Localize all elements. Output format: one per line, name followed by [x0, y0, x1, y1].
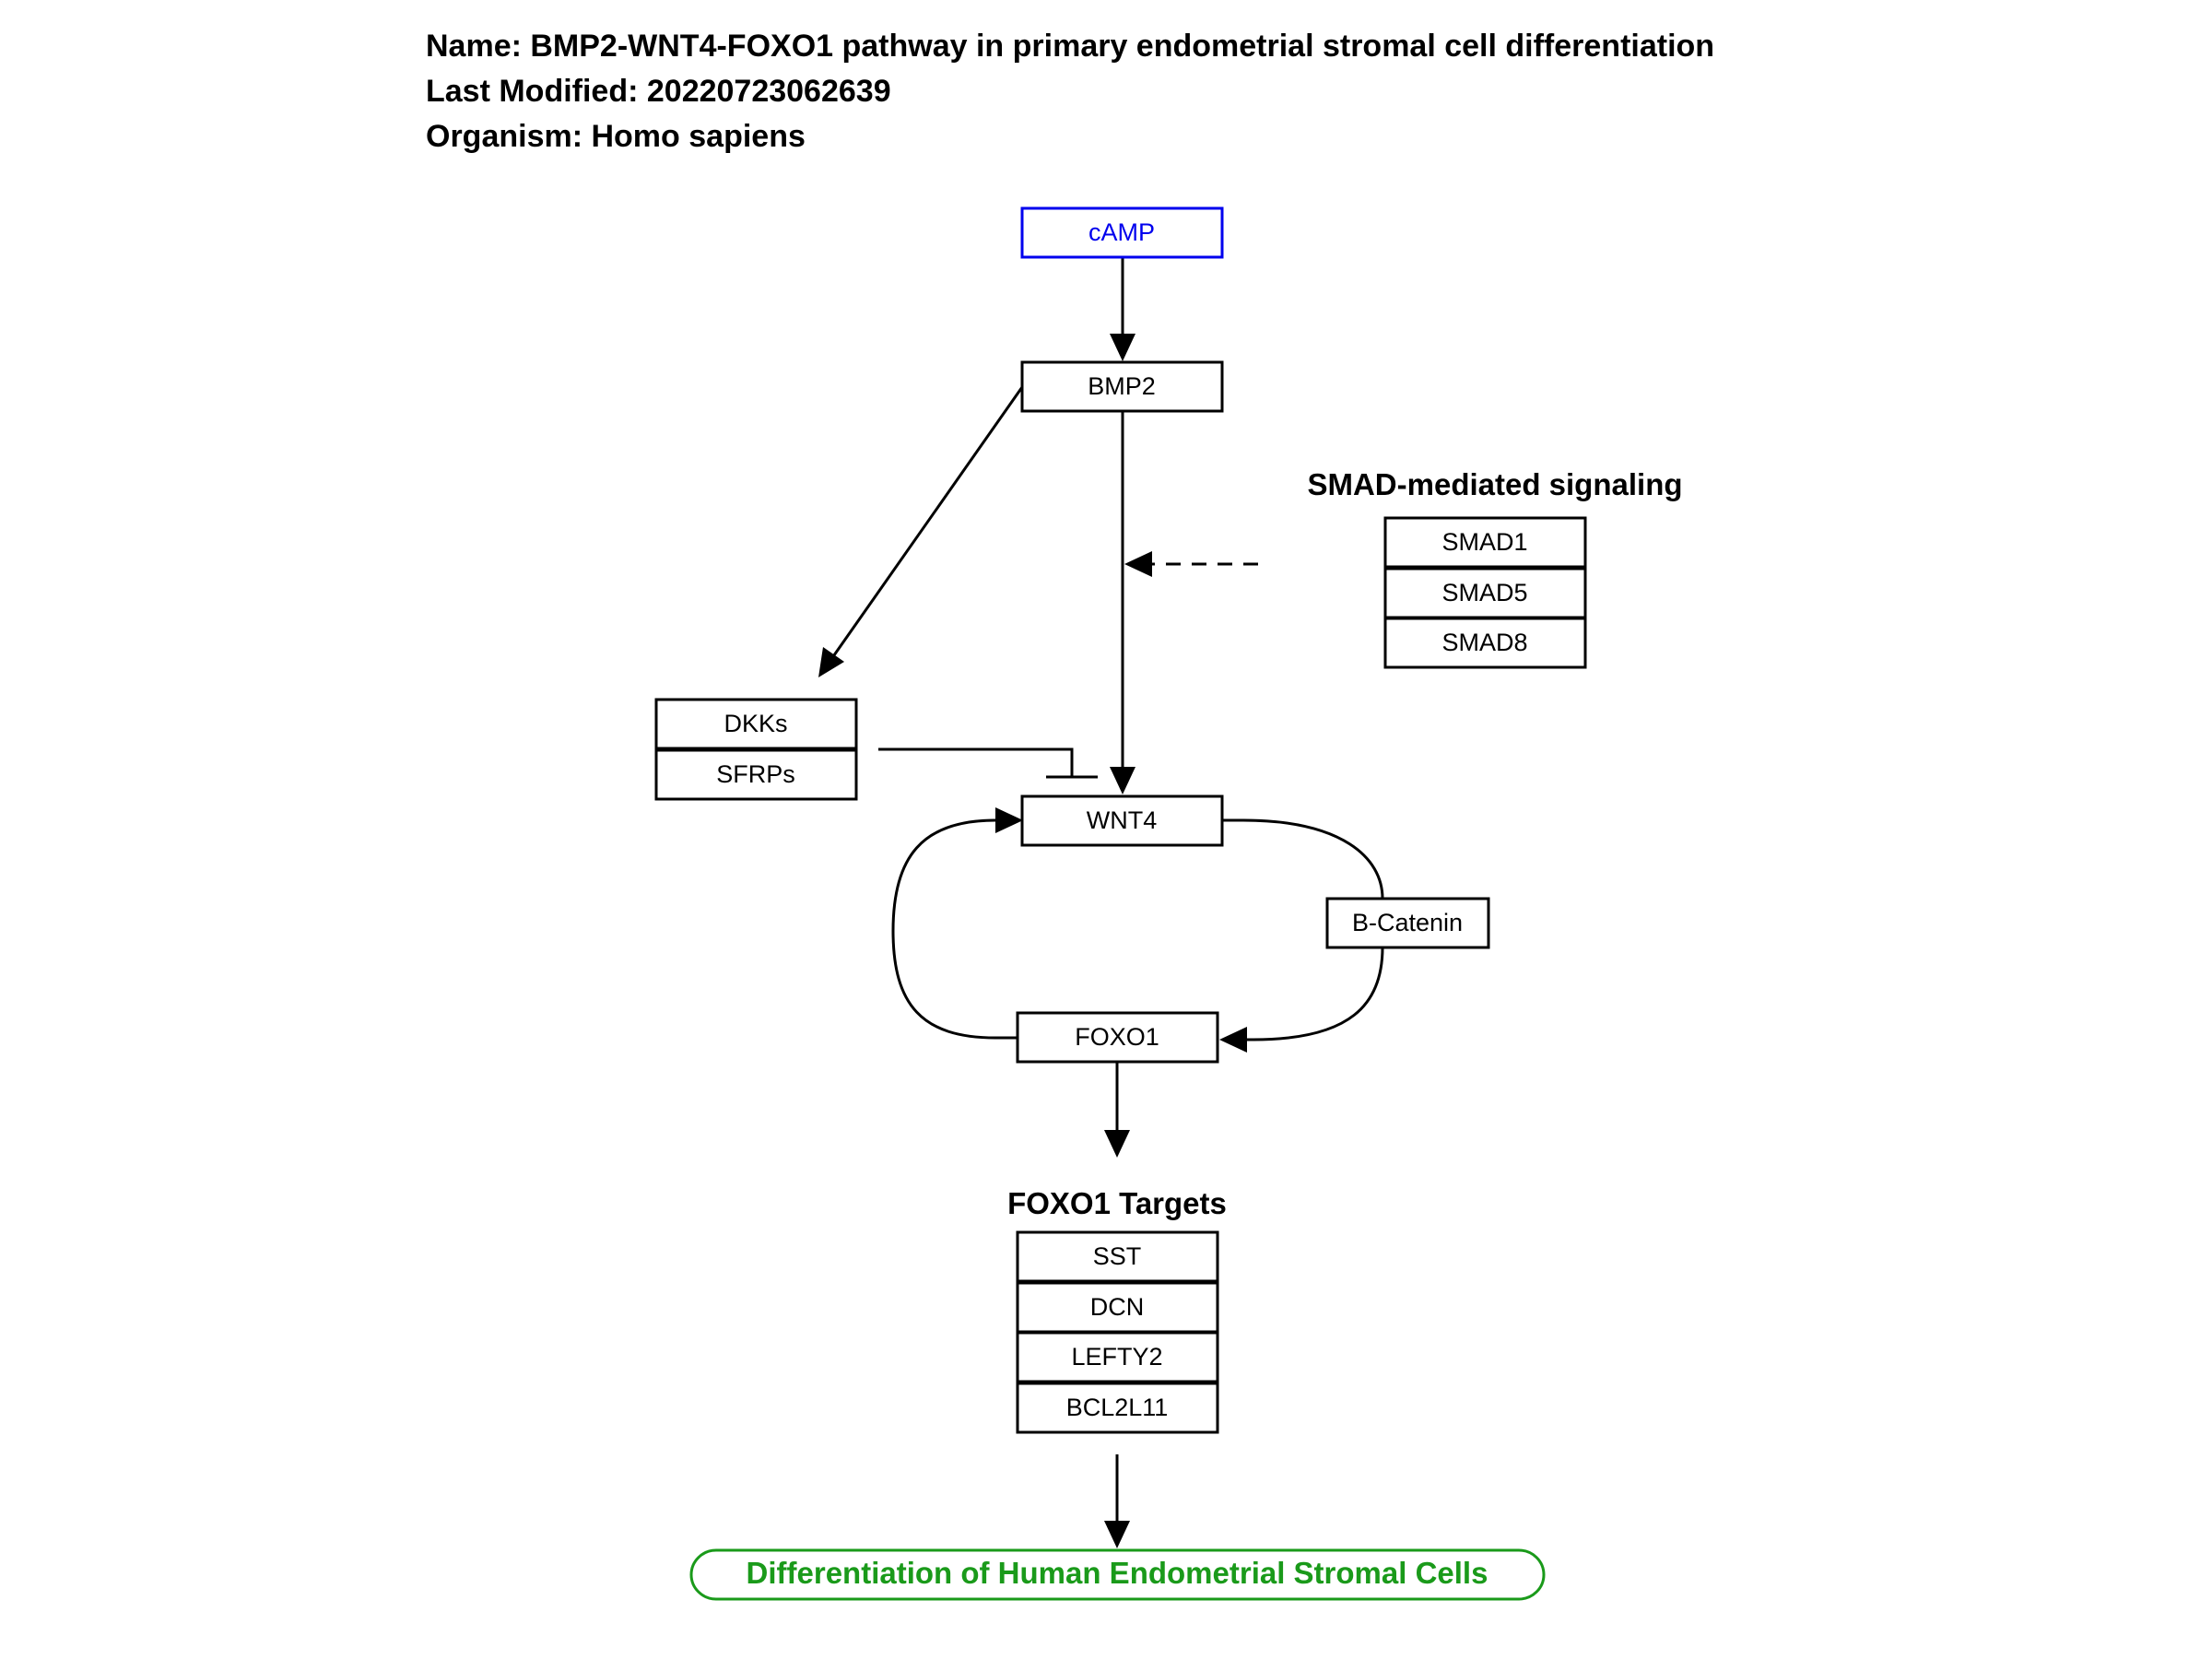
node-smad5[interactable]: SMAD5: [1383, 567, 1587, 619]
group-smad-label: SMAD-mediated signaling: [1307, 467, 1682, 501]
node-dkks-label: DKKs: [724, 710, 787, 737]
node-bmp2[interactable]: BMP2: [1020, 360, 1224, 413]
node-bcl2l11-label: BCL2L11: [1066, 1394, 1169, 1421]
node-dkks[interactable]: DKKs: [654, 698, 858, 750]
arrowhead-targets-outcome: [1104, 1521, 1130, 1548]
node-lefty2-label: LEFTY2: [1071, 1343, 1162, 1371]
edge-dkks-inhibit-wnt4: [878, 747, 1074, 777]
node-smad8[interactable]: SMAD8: [1383, 617, 1587, 669]
node-sst-label: SST: [1093, 1242, 1142, 1270]
node-smad5-label: SMAD5: [1441, 579, 1527, 606]
arrowhead-bcatenin-foxo1: [1219, 1027, 1247, 1053]
arrowhead-foxo1-targets: [1104, 1130, 1130, 1158]
outcome-label: Differentiation of Human Endometrial Str…: [747, 1556, 1488, 1590]
node-sfrps-label: SFRPs: [716, 760, 795, 788]
node-wnt4-label: WNT4: [1087, 806, 1158, 834]
node-foxo1[interactable]: FOXO1: [1016, 1011, 1219, 1064]
node-camp-label: cAMP: [1088, 218, 1155, 246]
edge-foxo1-wnt4: [891, 818, 1018, 1040]
arrowhead-camp-bmp2: [1110, 334, 1135, 361]
node-lefty2[interactable]: LEFTY2: [1016, 1331, 1219, 1383]
arrowhead-bmp2-wnt4: [1110, 767, 1135, 794]
node-wnt4[interactable]: WNT4: [1020, 794, 1224, 847]
arrowhead-bmp2-dkks: [818, 647, 844, 677]
node-camp[interactable]: cAMP: [1020, 206, 1224, 259]
node-sfrps[interactable]: SFRPs: [654, 748, 858, 801]
edge-bmp2-dkks: [828, 386, 1024, 663]
node-bcl2l11[interactable]: BCL2L11: [1016, 1382, 1219, 1434]
node-b-catenin[interactable]: B-Catenin: [1325, 897, 1490, 949]
organism: Organism: Homo sapiens: [426, 119, 806, 154]
node-b-catenin-label: B-Catenin: [1352, 909, 1463, 936]
group-foxo1-targets-label: FOXO1 Targets: [1007, 1186, 1227, 1220]
node-dcn[interactable]: DCN: [1016, 1281, 1219, 1334]
arrowhead-smad: [1124, 551, 1152, 577]
node-smad1-label: SMAD1: [1441, 528, 1527, 556]
node-bmp2-label: BMP2: [1088, 372, 1156, 400]
node-dcn-label: DCN: [1090, 1293, 1145, 1321]
edge-wnt4-bcatenin: [1223, 818, 1384, 900]
node-foxo1-label: FOXO1: [1075, 1023, 1159, 1051]
pathway-name: Name: BMP2-WNT4-FOXO1 pathway in primary…: [426, 29, 1714, 64]
node-smad8-label: SMAD8: [1441, 629, 1527, 656]
edge-bcatenin-foxo1: [1244, 947, 1384, 1041]
arrowhead-foxo1-wnt4: [995, 807, 1023, 833]
outcome-node[interactable]: Differentiation of Human Endometrial Str…: [689, 1548, 1546, 1601]
node-sst[interactable]: SST: [1016, 1230, 1219, 1283]
node-smad1[interactable]: SMAD1: [1383, 516, 1587, 569]
last-modified: Last Modified: 20220723062639: [426, 74, 891, 109]
